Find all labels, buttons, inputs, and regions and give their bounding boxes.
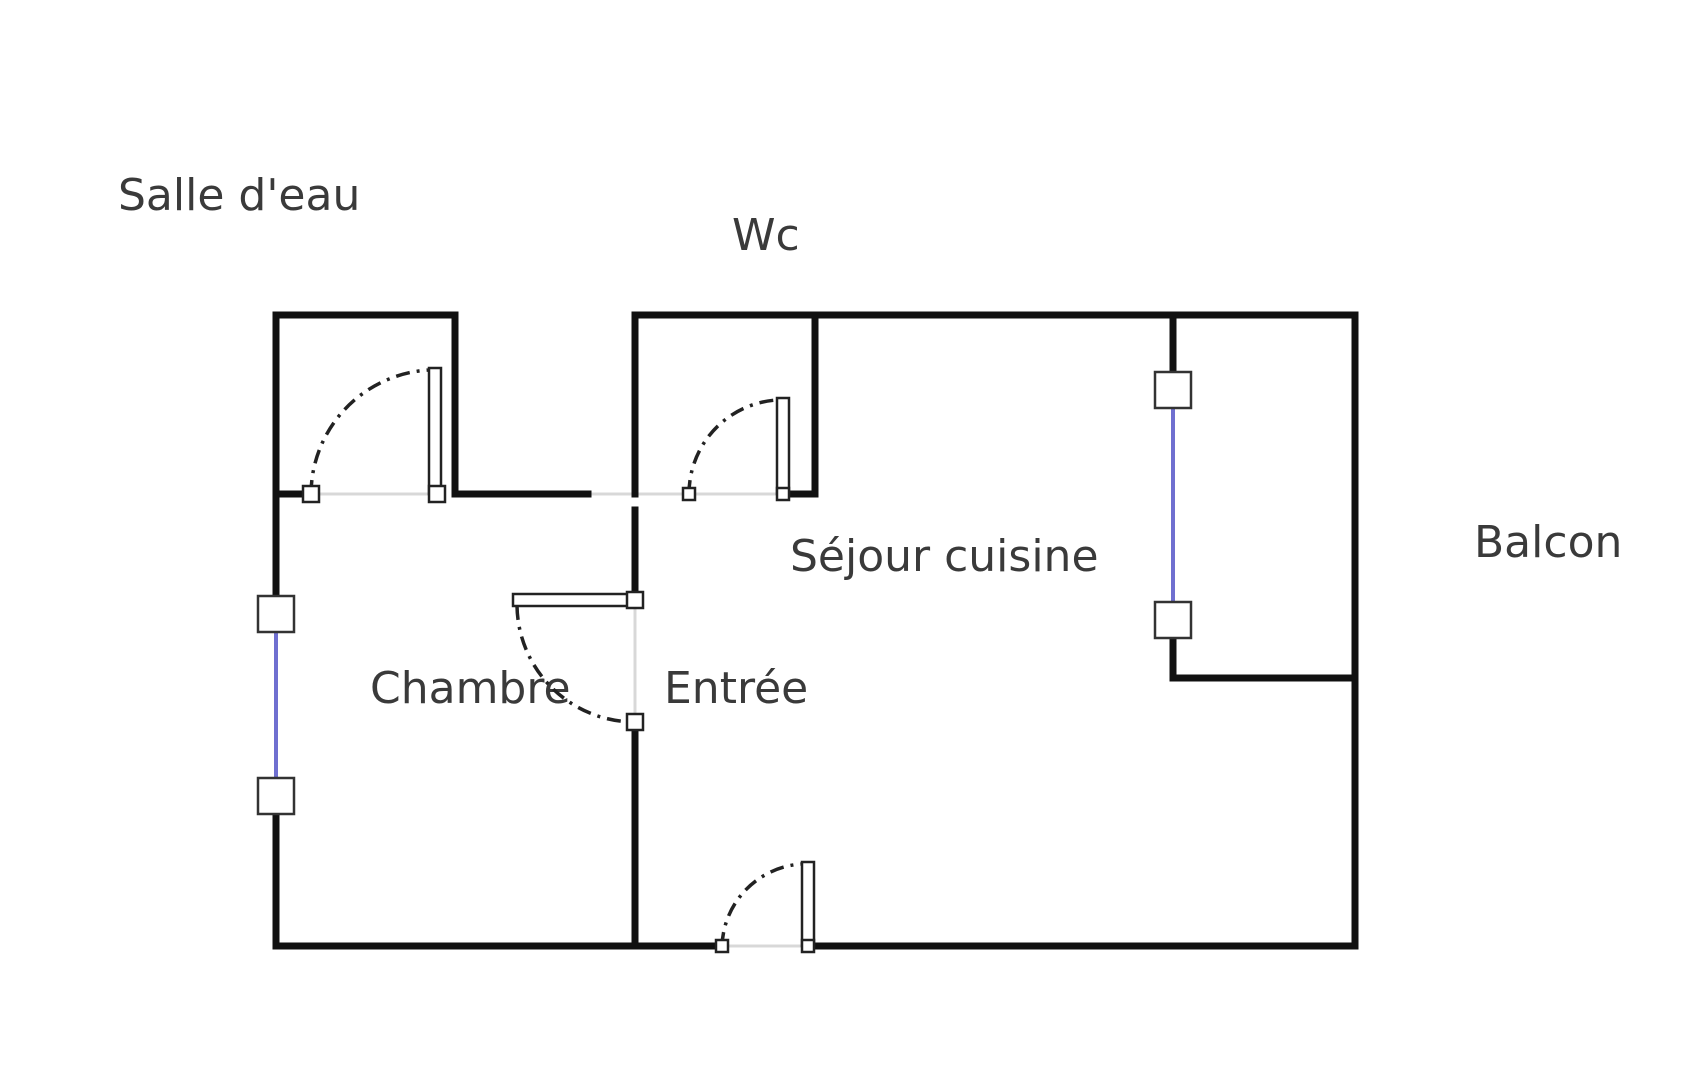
label-balcon: Balcon [1474, 517, 1622, 568]
door-entree [714, 860, 816, 954]
label-entree: Entrée [664, 663, 808, 714]
window-chambre [256, 594, 296, 816]
door-salle-deau [301, 366, 447, 504]
door-wc [681, 396, 791, 502]
door-openings [311, 492, 805, 948]
window-balcon [1153, 370, 1193, 640]
label-chambre: Chambre [370, 663, 571, 714]
door-chambre [511, 590, 645, 732]
walls [272, 311, 1359, 950]
label-sejour-cuisine: Séjour cuisine [790, 531, 1099, 582]
label-wc: Wc [732, 210, 800, 261]
label-salle-deau: Salle d'eau [118, 170, 360, 221]
wall-balcon-lower [1169, 632, 1359, 682]
wall-salle-deau [272, 311, 459, 498]
